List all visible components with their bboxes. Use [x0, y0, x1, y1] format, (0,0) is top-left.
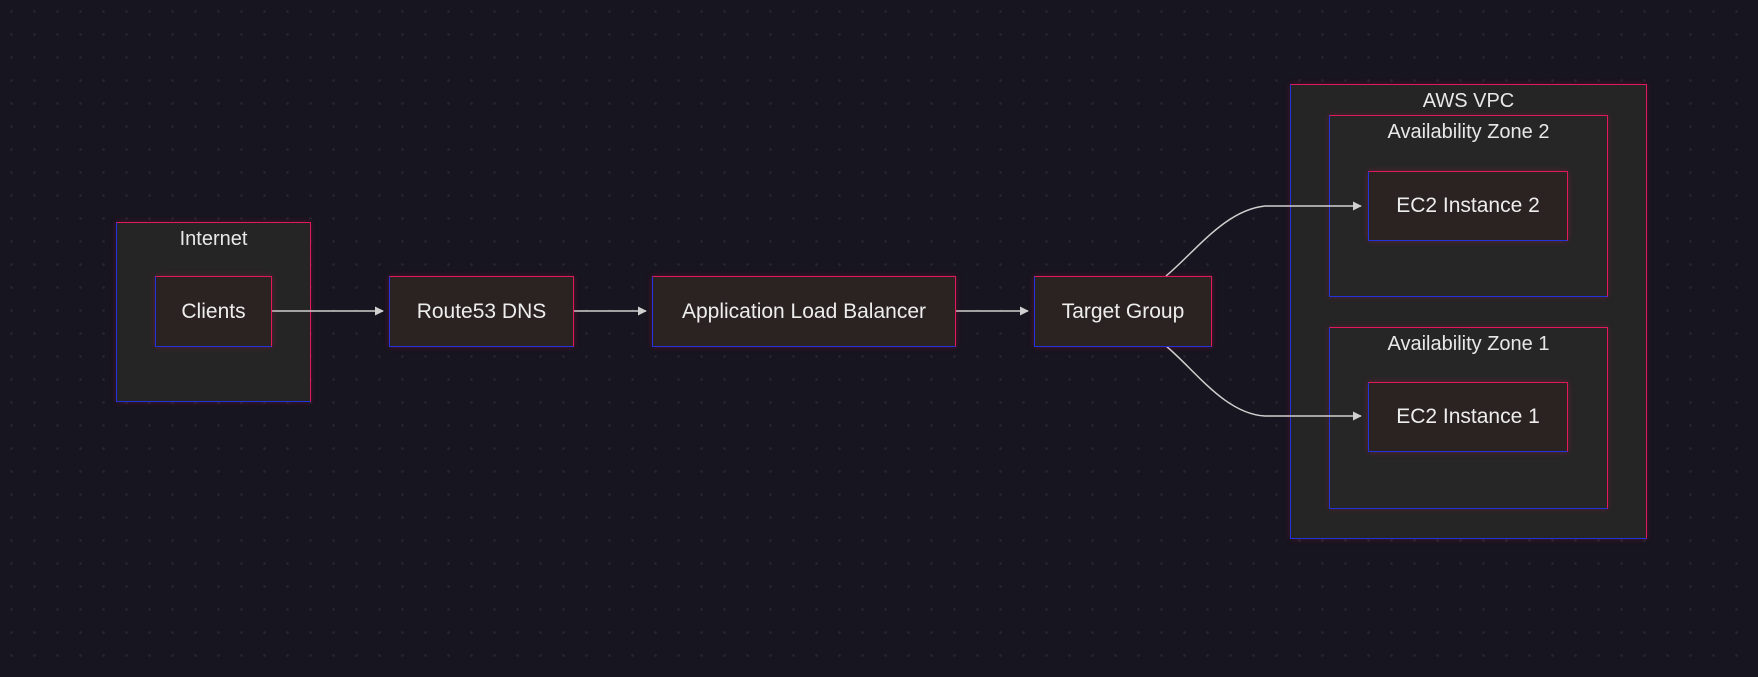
- application-load-balancer-node[interactable]: Application Load Balancer: [652, 276, 956, 347]
- clients-node[interactable]: Clients: [155, 276, 272, 347]
- aws-vpc-cluster-label: AWS VPC: [1422, 90, 1515, 112]
- availability-zone-2-label: Availability Zone 2: [1387, 121, 1550, 143]
- target-group-node[interactable]: Target Group: [1034, 276, 1212, 347]
- route53-dns-node[interactable]: Route53 DNS: [389, 276, 574, 347]
- ec2-instance-2-node[interactable]: EC2 Instance 2: [1368, 171, 1568, 241]
- internet-cluster: Internet: [116, 222, 311, 402]
- internet-cluster-label: Internet: [179, 228, 248, 250]
- availability-zone-1-label: Availability Zone 1: [1387, 333, 1550, 355]
- ec2-instance-1-node[interactable]: EC2 Instance 1: [1368, 382, 1568, 452]
